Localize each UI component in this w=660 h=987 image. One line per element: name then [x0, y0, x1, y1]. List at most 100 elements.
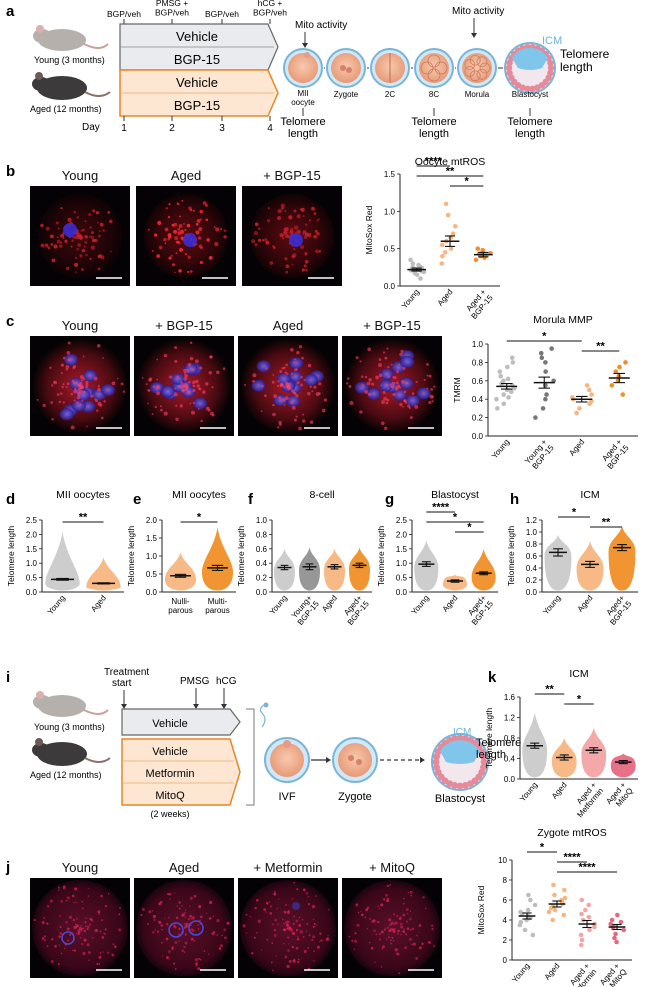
tmrm-speckle [387, 388, 389, 390]
polar-body [304, 52, 310, 58]
injection-label: BGP/veh [205, 9, 239, 19]
mitosox-speckle [51, 258, 56, 263]
tmrm-speckle [431, 395, 434, 399]
tmrm-speckle [378, 373, 383, 378]
mitosox-speckle [325, 937, 330, 941]
tmrm-speckle [94, 399, 99, 403]
y-tick-label: 1.0 [146, 552, 158, 561]
tmrm-speckle [398, 363, 401, 366]
x-tick-line: Young [46, 594, 67, 617]
tmrm-speckle [77, 383, 81, 387]
mitosox-speckle [45, 244, 49, 248]
cell-shape [419, 53, 449, 83]
mitosox-speckle [356, 923, 360, 927]
tmrm-speckle [216, 370, 220, 375]
mitosox-speckle [390, 939, 392, 942]
tmrm-speckle [122, 390, 126, 393]
mitosox-speckle [411, 943, 413, 946]
mitosox-speckle [396, 932, 399, 935]
tmrm-speckle [71, 379, 75, 383]
tmrm-speckle [385, 401, 389, 405]
tmrm-speckle [209, 355, 213, 359]
mitosox-speckle [380, 966, 383, 968]
mitosox-speckle [221, 934, 223, 937]
mitosox-speckle [101, 936, 105, 939]
blastomere-nucleus [416, 387, 431, 400]
tmrm-speckle [70, 425, 75, 430]
mitosox-speckle [96, 221, 99, 224]
mitosox-speckle [285, 270, 289, 274]
y-tick-label: 4 [503, 916, 508, 925]
mitosox-speckle [46, 922, 49, 925]
x-tick-label: Aged +Metformin [569, 780, 606, 819]
mitosox-speckle [378, 938, 382, 941]
mitosox-speckle [284, 226, 289, 232]
tmrm-speckle [294, 358, 296, 361]
mitosox-speckle [405, 908, 409, 912]
mitosox-speckle [79, 254, 83, 258]
x-tick-label: Young +BGP-15 [523, 437, 556, 471]
aged-mouse-icon [32, 72, 111, 100]
mitosox-speckle [66, 927, 70, 931]
mitosox-speckle [195, 230, 200, 235]
tmrm-speckle [321, 408, 326, 413]
mitosox-speckle [382, 945, 385, 949]
significance-label: * [577, 694, 582, 706]
mitosox-speckle [75, 271, 77, 273]
tmrm-speckle [191, 410, 195, 415]
data-point [582, 907, 588, 913]
mitosox-speckle [378, 907, 381, 910]
mitosox-speckle [60, 206, 63, 210]
tmrm-speckle [378, 358, 382, 361]
tmrm-speckle [176, 375, 179, 379]
tmrm-speckle [197, 408, 200, 410]
mitosox-speckle [283, 910, 287, 914]
mitosox-speckle [193, 894, 197, 898]
tmrm-speckle [159, 405, 162, 408]
data-point [522, 927, 528, 933]
mitosox-speckle [212, 915, 215, 917]
mitosox-speckle [179, 215, 181, 218]
mitosox-speckle [306, 922, 309, 926]
mitosox-speckle [60, 900, 64, 903]
mitosox-speckle [99, 222, 104, 227]
mitosox-speckle [147, 923, 149, 925]
data-point [498, 373, 504, 379]
tmrm-speckle [72, 366, 75, 370]
violin-shape [544, 535, 572, 591]
tmrm-speckle [82, 355, 85, 358]
mitosox-speckle [399, 916, 402, 919]
tmrm-speckle [90, 394, 94, 398]
mitosox-speckle [41, 921, 45, 925]
tmrm-speckle [180, 381, 183, 385]
data-point [439, 261, 445, 266]
tmrm-speckle [296, 350, 300, 355]
telomere-line: Telomere [280, 116, 325, 128]
mitosox-speckle [316, 945, 320, 949]
chart-title: Morula MMP [533, 314, 593, 326]
mitosox-speckle [84, 925, 87, 928]
mitosox-speckle [378, 932, 382, 935]
tmrm-speckle [59, 392, 63, 395]
tmrm-speckle [36, 398, 39, 401]
data-point [579, 937, 585, 943]
mitosox-speckle [151, 909, 154, 912]
mitosox-speckle [176, 202, 180, 206]
tmrm-speckle [188, 380, 191, 384]
tmrm-speckle [80, 379, 84, 382]
y-tick-label: 1.0 [384, 207, 396, 216]
day-axis-label: Day [82, 122, 100, 133]
violin-shape [608, 526, 636, 591]
mitosox-speckle [89, 257, 92, 260]
tmrm-speckle [152, 385, 155, 388]
pronucleus [340, 65, 346, 71]
mitosox-speckle [308, 219, 311, 222]
mitosox-speckle [381, 947, 384, 950]
chart-title: ICM [569, 668, 588, 680]
data-point [586, 387, 592, 393]
blastomere [427, 54, 441, 68]
tmrm-speckle [192, 388, 196, 393]
mitosox-speckle [269, 261, 274, 265]
mitosox-speckle [404, 933, 406, 935]
mitosox-speckle [49, 899, 53, 903]
